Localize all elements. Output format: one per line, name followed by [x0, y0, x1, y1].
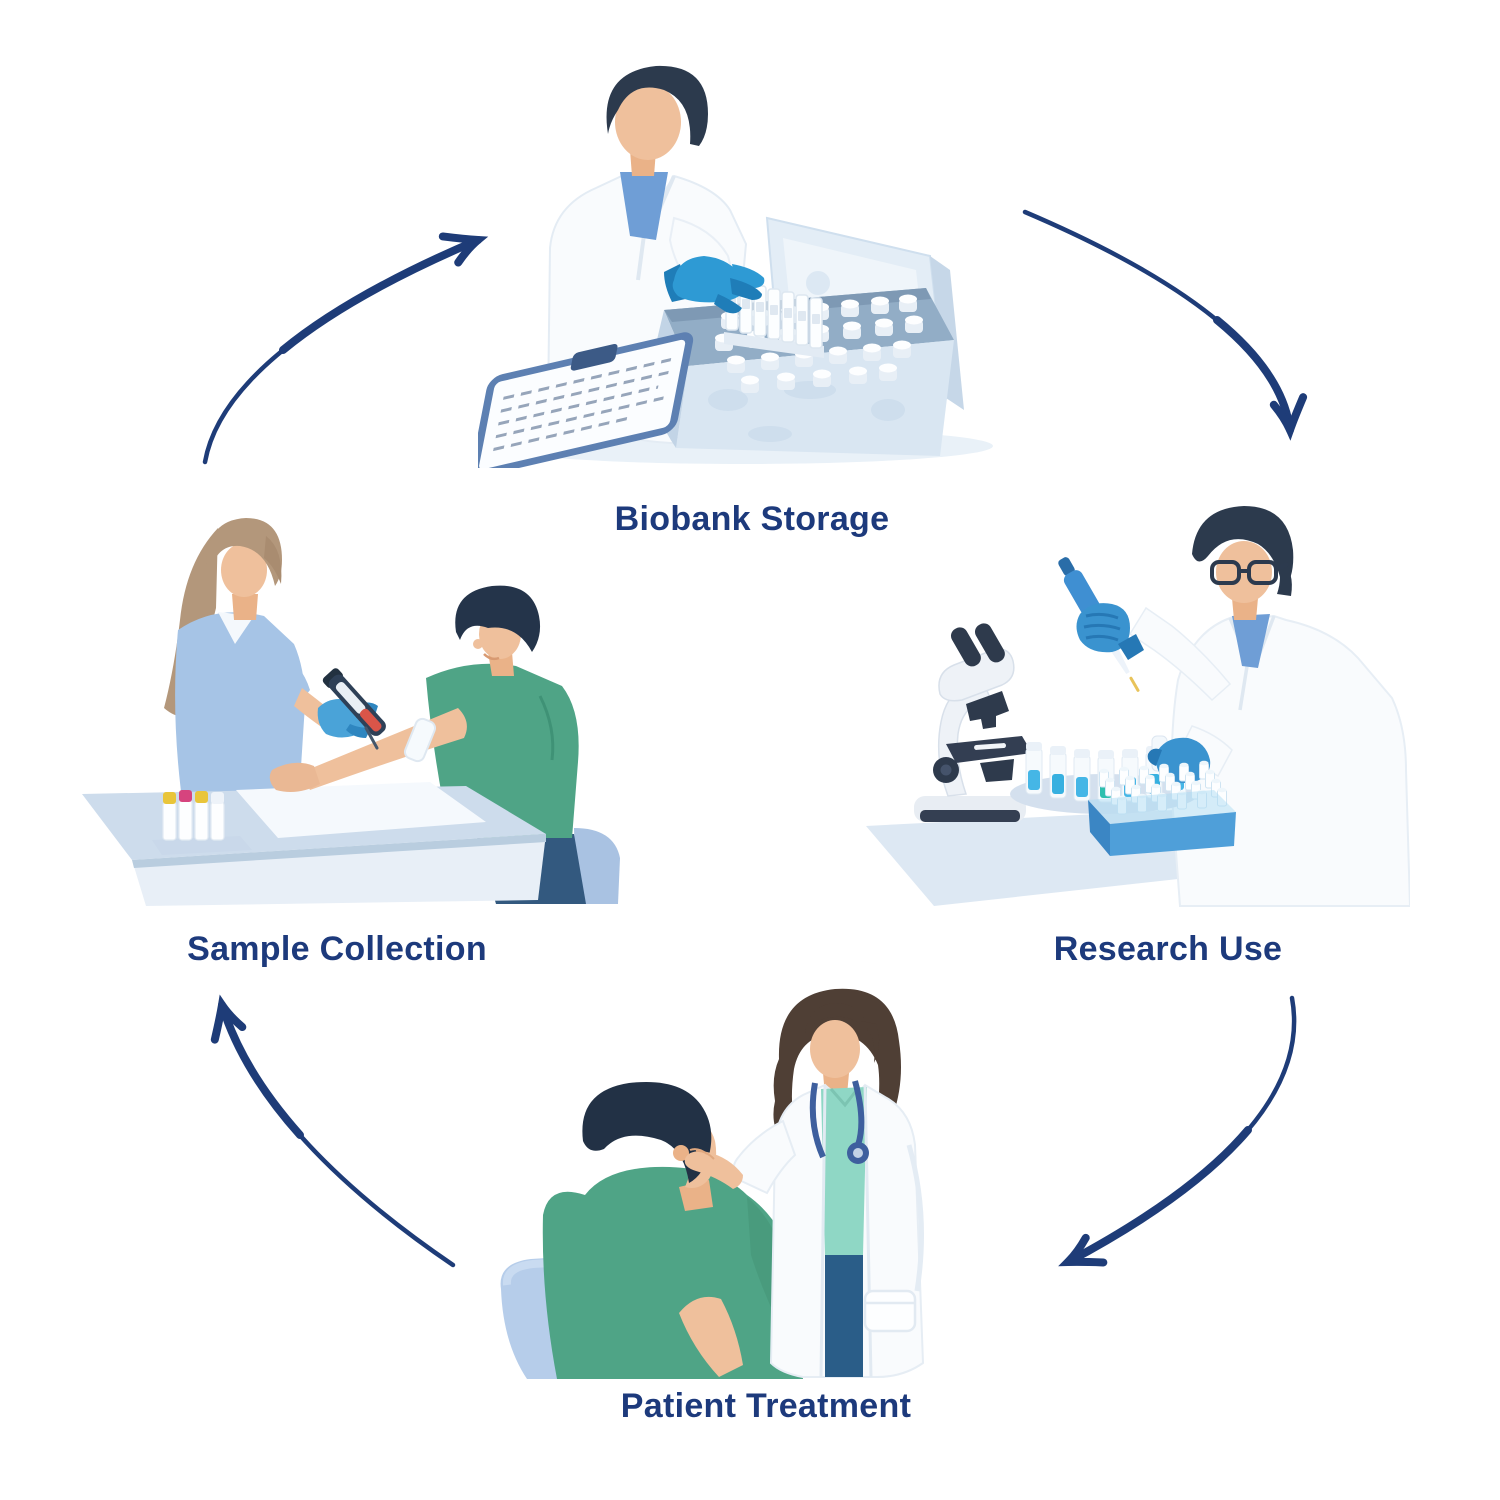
arrow-research-to-patient-icon: [1058, 995, 1297, 1267]
illustration-biobank-storage: [478, 48, 1044, 468]
needle: [364, 726, 379, 750]
hair: [206, 518, 282, 586]
coat-pocket: [863, 1289, 917, 1333]
blood-tube: [322, 668, 386, 736]
arm-pad: [236, 782, 486, 838]
arrow-patient-to-sample-icon: [210, 994, 456, 1268]
clipboard: [478, 332, 694, 468]
label-patient-treatment: Patient Treatment: [620, 1387, 912, 1425]
pants: [825, 1255, 863, 1377]
hair: [1192, 506, 1294, 592]
illustration-sample-collection: [68, 498, 626, 910]
patient-arm: [269, 708, 467, 792]
illustration-patient-treatment: [483, 973, 1041, 1381]
blue-glove: [1155, 737, 1211, 783]
stool: [574, 828, 620, 904]
blue-glove: [664, 256, 765, 314]
nurse-supporting-hand: [269, 762, 320, 792]
pipetting: [1058, 557, 1233, 783]
stethoscope-icon: [809, 1080, 869, 1164]
glasses-icon: [1210, 560, 1289, 585]
doctor: [684, 988, 925, 1378]
patient: [542, 1081, 803, 1379]
hair: [606, 65, 708, 146]
hair: [582, 1081, 712, 1183]
hair: [455, 585, 541, 652]
illustration-research-use: [862, 498, 1410, 910]
label-biobank-storage: Biobank Storage: [614, 500, 890, 538]
arrow-biobank-to-research-icon: [1022, 209, 1308, 441]
arm: [679, 1296, 743, 1377]
gesturing-hand: [684, 1151, 743, 1189]
tube-rack: [1088, 760, 1236, 856]
blood-draw: [268, 646, 386, 750]
sample-vials: [152, 790, 252, 855]
label-sample-collection: Sample Collection: [187, 930, 487, 968]
table: [82, 782, 546, 906]
arrow-sample-to-biobank-icon: [202, 232, 489, 465]
microscope: [914, 623, 1032, 822]
label-research-use: Research Use: [1053, 930, 1283, 968]
scrub-top: [821, 1087, 867, 1255]
face: [810, 1020, 860, 1078]
